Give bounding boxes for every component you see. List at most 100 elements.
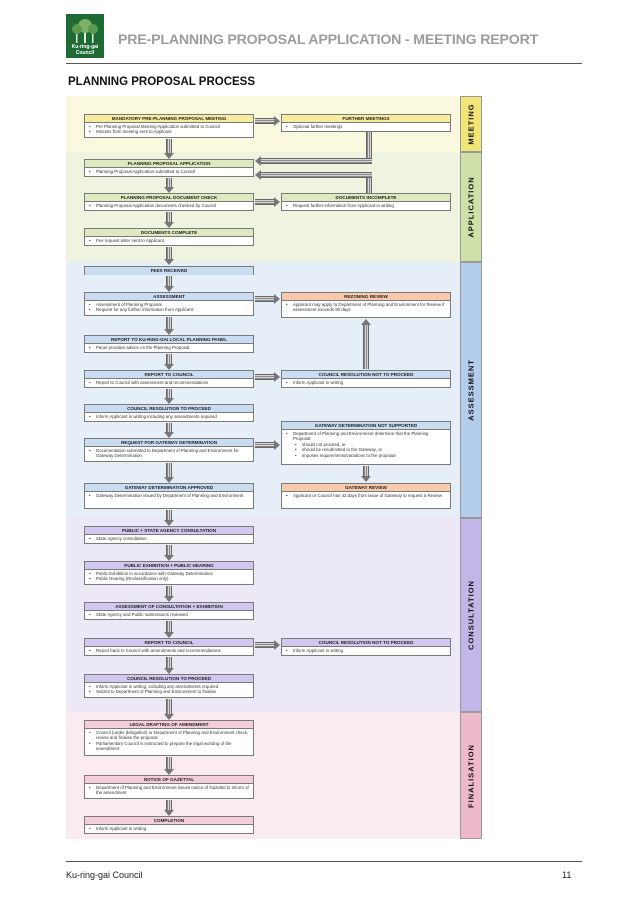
box-title: REPORT TO COUNCIL <box>85 639 253 647</box>
box-council-not-proceed-1: COUNCIL RESOLUTION NOT TO PROCEED Inform… <box>281 370 451 388</box>
box-item: State Agency consultation <box>88 536 250 542</box>
council-logo: Ku-ring-gai Council <box>66 14 104 58</box>
arrow-down <box>164 423 174 438</box>
box-gateway-approved: GATEWAY DETERMINATION APPROVED Gateway D… <box>84 483 254 509</box>
arrow-down <box>164 621 174 638</box>
box-title: COUNCIL RESOLUTION TO PROCEED <box>85 405 253 413</box>
box-title: ASSESSMENT OF CONSULTATION + EXHIBITION <box>85 603 253 611</box>
box-completion: COMPLETION Inform Applicant in writing <box>84 816 254 834</box>
box-mandatory-meeting: MANDATORY PRE-PLANNING PROPOSAL MEETING … <box>84 114 254 138</box>
arrow-down <box>164 800 174 816</box>
stage-tab-finalisation: FINALISATION <box>460 712 482 839</box>
box-documents-complete: DOCUMENTS COMPLETE Fee request letter se… <box>84 228 254 246</box>
box-item: Request further information from Applica… <box>285 203 447 209</box>
box-title: REQUEST FOR GATEWAY DETERMINATION <box>85 439 253 447</box>
box-title: GATEWAY DETERMINATION APPROVED <box>85 484 253 492</box>
section-heading: PLANNING PROPOSAL PROCESS <box>68 76 256 88</box>
arrow-down <box>164 463 174 483</box>
box-council-not-proceed-2: COUNCIL RESOLUTION NOT TO PROCEED Inform… <box>281 638 451 656</box>
box-legal-drafting: LEGAL DRAFTING OF AMENDMENT Council (und… <box>84 720 254 756</box>
box-request-gateway: REQUEST FOR GATEWAY DETERMINATION Docume… <box>84 438 254 462</box>
box-title: DOCUMENTS INCOMPLETE <box>282 194 450 202</box>
box-item: State Agency and Public submissions revi… <box>88 612 250 618</box>
arrow-up-to-rezoning-review <box>361 319 371 369</box>
arrow-to-documents-incomplete <box>255 197 280 207</box>
box-title: GATEWAY REVIEW <box>282 484 450 492</box>
box-title: REPORT TO KU-RING-GAI LOCAL PLANNING PAN… <box>85 336 253 344</box>
box-report-council-1: REPORT TO COUNCIL Report to Council with… <box>84 370 254 388</box>
box-title: LEGAL DRAFTING OF AMENDMENT <box>85 721 253 729</box>
box-item: Optional further meetings <box>285 124 447 130</box>
box-fees-received: FEES RECEIVED <box>84 266 254 275</box>
box-item: Report back to Council with amendments a… <box>88 648 250 654</box>
box-item: Council (under delegation) or Department… <box>88 730 250 741</box>
arrow-down <box>164 389 174 404</box>
box-rezoning-review: REZONING REVIEW Applicant may apply to D… <box>281 292 451 318</box>
box-item: Inform Applicant in writing <box>285 380 447 386</box>
stage-label-meeting: MEETING <box>466 103 476 145</box>
footer-divider <box>66 861 582 862</box>
box-item: Report to Council with assessment and re… <box>88 380 250 386</box>
stage-label-consultation: CONSULTATION <box>466 580 476 650</box>
arrow-down <box>164 317 174 335</box>
box-title: FURTHER MEETINGS <box>282 115 450 123</box>
return-pipe-further-meetings <box>366 132 372 162</box>
box-title: REZONING REVIEW <box>282 293 450 301</box>
box-item: Minutes from meeting sent to Applicant <box>88 129 250 135</box>
box-notice-gazettal: NOTICE OF GAZETTAL Department of Plannin… <box>84 775 254 799</box>
box-item: Request for any further information from… <box>88 307 250 313</box>
stage-label-finalisation: FINALISATION <box>466 743 476 808</box>
stage-label-application: APPLICATION <box>466 176 476 238</box>
arrow-down <box>164 139 174 159</box>
box-council-proceed-1: COUNCIL RESOLUTION TO PROCEED Inform App… <box>84 404 254 422</box>
box-pp-application: PLANNING PROPOSAL APPLICATION Planning P… <box>84 159 254 177</box>
box-item: Inform Applicant in writing, including a… <box>88 684 250 690</box>
arrow-down <box>164 757 174 775</box>
box-item: Inform Applicant in writing including an… <box>88 414 250 420</box>
box-subitem: should not proceed, or <box>294 442 447 448</box>
box-title: PLANNING PROPOSAL DOCUMENT CHECK <box>85 194 253 202</box>
box-subitem: should be resubmitted to the Gateway, or <box>294 447 447 453</box>
box-title: PUBLIC + STATE AGENCY CONSULTATION <box>85 527 253 535</box>
box-title: REPORT TO COUNCIL <box>85 371 253 379</box>
box-title: DOCUMENTS COMPLETE <box>85 229 253 237</box>
arrow-down <box>164 247 174 265</box>
stage-tab-assessment: ASSESSMENT <box>460 262 482 518</box>
box-report-council-2: REPORT TO COUNCIL Report back to Council… <box>84 638 254 656</box>
box-item: Inform Applicant in writing <box>88 826 250 832</box>
box-title: GATEWAY DETERMINATION NOT SUPPORTED <box>282 422 450 430</box>
box-item: Public Hearing (Reclassification only) <box>88 576 250 582</box>
box-report-panel: REPORT TO KU-RING-GAI LOCAL PLANNING PAN… <box>84 335 254 353</box>
stage-tab-consultation: CONSULTATION <box>460 518 482 712</box>
arrow-to-further-meetings <box>255 116 280 126</box>
box-title: MANDATORY PRE-PLANNING PROPOSAL MEETING <box>85 115 253 123</box>
box-public-exhibition: PUBLIC EXHIBITION + PUBLIC HEARING Publi… <box>84 561 254 585</box>
box-item: Submit to Department of Planning and Env… <box>88 689 250 695</box>
box-title: COMPLETION <box>85 817 253 825</box>
document-title: PRE-PLANNING PROPOSAL APPLICATION - MEET… <box>118 32 539 48</box>
arrow-down <box>164 657 174 674</box>
box-title: NOTICE OF GAZETTAL <box>85 776 253 784</box>
box-council-proceed-2: COUNCIL RESOLUTION TO PROCEED Inform App… <box>84 674 254 698</box>
arrow-down <box>164 354 174 370</box>
box-assessment-consultation: ASSESSMENT OF CONSULTATION + EXHIBITION … <box>84 602 254 620</box>
box-title: COUNCIL RESOLUTION NOT TO PROCEED <box>282 371 450 379</box>
box-gateway-review: GATEWAY REVIEW Applicant or Council has … <box>281 483 451 509</box>
box-title: COUNCIL RESOLUTION TO PROCEED <box>85 675 253 683</box>
box-item: Gateway Determination issued by Departme… <box>88 493 250 499</box>
arrow-down-to-gateway-review <box>361 466 371 482</box>
box-item: Applicant may apply to Department of Pla… <box>285 302 447 313</box>
box-item: Inform Applicant in writing <box>285 648 447 654</box>
box-item: Public Exhibition in accordance with Gat… <box>88 571 250 577</box>
box-title: FEES RECEIVED <box>85 267 253 275</box>
arrow-to-rezoning-review <box>255 294 280 304</box>
arrow-down <box>164 510 174 526</box>
stage-label-assessment: ASSESSMENT <box>466 359 476 421</box>
stage-tab-application: APPLICATION <box>460 152 482 262</box>
box-item: Planning Proposal Application submitted … <box>88 169 250 175</box>
box-further-meetings: FURTHER MEETINGS Optional further meetin… <box>281 114 451 132</box>
box-title: ASSESSMENT <box>85 293 253 301</box>
box-item: Department of Planning and Environment i… <box>88 785 250 796</box>
box-assessment: ASSESSMENT Assessment of Planning Propos… <box>84 292 254 316</box>
footer-org: Ku-ring-gai Council <box>66 870 143 880</box>
